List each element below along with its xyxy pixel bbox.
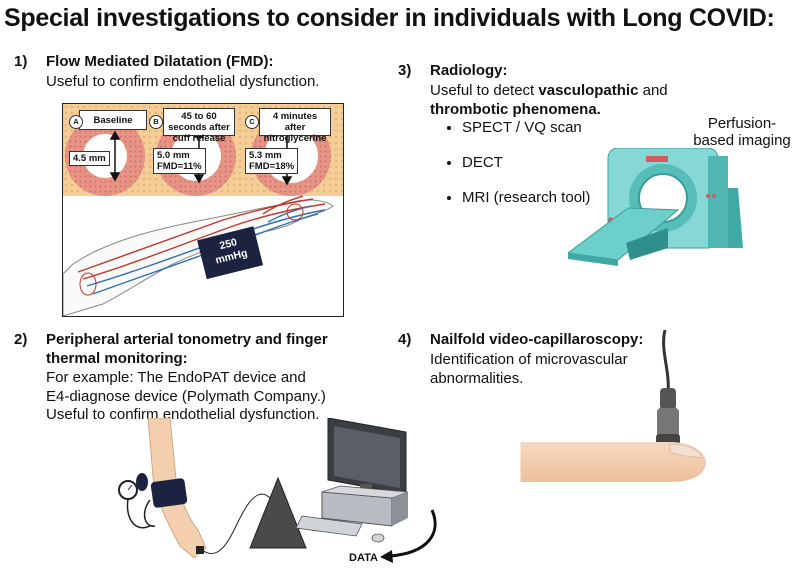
section-2-line3: Useful to confirm endothelial dysfunctio… [46, 406, 320, 423]
panel-b-label: 45 to 60 seconds after cuff release [163, 108, 235, 144]
fmd-figure: Baseline A 45 to 60 seconds after cuff r… [62, 103, 344, 317]
section-2-line1: For example: The EndoPAT device and [46, 369, 306, 386]
measure-nitro: 5.3 mm FMD=18% [245, 148, 299, 174]
radiology-item-spect: SPECT / VQ scan [462, 118, 590, 137]
section-1-heading: Flow Mediated Dilatation (FMD): [46, 53, 274, 70]
section-2-number: 2) [14, 331, 28, 348]
panel-a-badge: A [69, 115, 83, 129]
section-3-description-line2: thrombotic phenomena. [430, 101, 601, 118]
panel-b-badge: B [149, 115, 163, 129]
measure-baseline: 4.5 mm [69, 151, 110, 166]
section-1-description: Useful to confirm endothelial dysfunctio… [46, 73, 320, 90]
radiology-list: SPECT / VQ scan DECT MRI (research tool) [440, 118, 590, 219]
section-2-line2: E4-diagnose device (Polymath Company.) [46, 388, 326, 405]
section-3-description: Useful to detect vasculopathic and [430, 82, 668, 99]
capillaroscopy-illustration [520, 330, 706, 482]
section-3-number: 3) [398, 62, 412, 79]
page-title: Special investigations to consider in in… [4, 4, 775, 32]
section-4-line2: abnormalities. [430, 370, 524, 387]
panel-c-label: 4 minutes after nitroglycerine [259, 108, 331, 144]
ct-scanner-icon [568, 148, 743, 266]
radiology-item-mri: MRI (research tool) [462, 188, 590, 207]
section-3-heading: Radiology: [430, 62, 508, 79]
section-2-heading-line1: Peripheral arterial tonometry and finger [46, 331, 328, 348]
section-4-number: 4) [398, 331, 412, 348]
section-4-line1: Identification of microvascular [430, 351, 628, 368]
section-4-heading: Nailfold video-capillaroscopy: [430, 331, 644, 348]
measure-post-cuff: 5.0 mm FMD=11% [153, 148, 206, 174]
scanner-label: Perfusion-based imaging [693, 115, 791, 149]
radiology-item-dect: DECT [462, 153, 590, 172]
data-label: DATA [349, 552, 378, 564]
section-2-heading-line2: thermal monitoring: [46, 350, 188, 367]
blood-pressure-cuff [197, 226, 264, 280]
section-1-number: 1) [14, 53, 28, 70]
panel-c-badge: C [245, 115, 259, 129]
panel-a-label: Baseline [79, 110, 147, 130]
endopat-setup-illustration [118, 418, 437, 563]
